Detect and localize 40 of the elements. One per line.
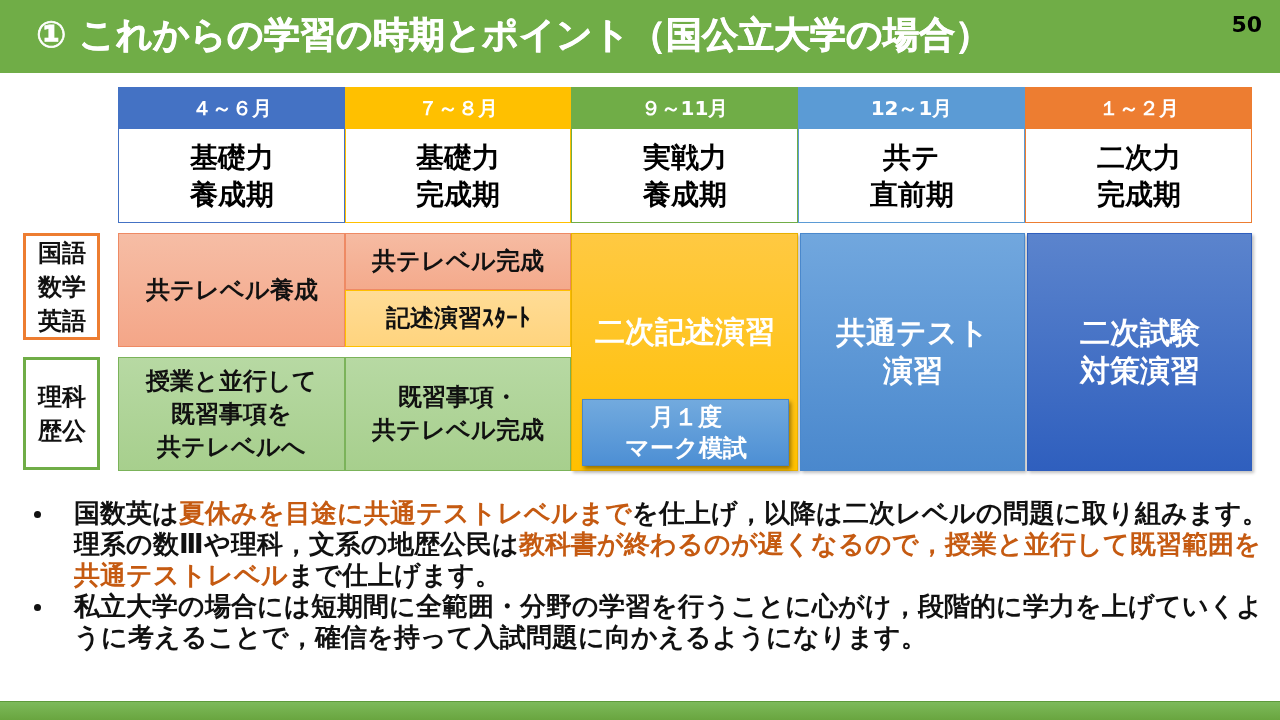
plan-label: 共テレベル養成 <box>145 274 318 306</box>
slide-title: ① これからの学習の時期とポイント（国公立大学の場合） <box>36 13 991 57</box>
plan-block <box>118 233 345 347</box>
month-band: １～２月 <box>1026 88 1251 129</box>
plan-label: 記述演習ｽﾀｰﾄ <box>386 303 530 334</box>
bullet-text: 私立大学の場合には短期間に全範囲・分野の学習を行うことに心がけ，段階的に学力を上げていくように考えることで，確信を持って入試問題に向かえるようになります。 <box>74 591 1264 653</box>
period-header <box>345 87 571 223</box>
plan-label: 既習事項・共テレベル完成 <box>372 382 544 446</box>
phase-label: 共テ直前期 <box>869 139 954 213</box>
phase-label: 基礎力養成期 <box>189 139 274 213</box>
plan-label: 授業と並行して既習事項を共テレベルへ <box>146 365 317 463</box>
plan-block <box>571 233 798 471</box>
period-header <box>571 87 798 223</box>
phase-label: 基礎力完成期 <box>416 139 500 213</box>
period-header <box>798 87 1025 223</box>
plan-block <box>345 290 571 347</box>
subject-group-box <box>23 233 100 340</box>
period-header <box>118 87 345 223</box>
plan-block <box>345 233 571 290</box>
phase-label: 実戦力養成期 <box>642 139 727 213</box>
plan-label: 二次試験対策演習 <box>1079 314 1200 390</box>
phase-label: 二次力完成期 <box>1096 139 1181 213</box>
plan-label: 共通テスト演習 <box>836 314 989 390</box>
period-header <box>1025 87 1252 223</box>
plan-block <box>800 233 1025 471</box>
month-band: ４～６月 <box>119 88 344 129</box>
plan-label: 二次記述演習 <box>594 313 775 351</box>
exam-tag: 月１度マーク模試 <box>582 399 789 466</box>
subject-label: 国語数学英語 <box>37 237 86 337</box>
plan-label: 共テレベル完成 <box>372 246 544 277</box>
subject-group-box <box>23 357 100 470</box>
month-band: ７～８月 <box>346 88 570 129</box>
plan-block <box>118 357 345 471</box>
plan-block <box>345 357 571 471</box>
month-band: 12～1月 <box>799 88 1024 129</box>
bullet-text: 国数英は夏休みを目途に共通テストレベルまでを仕上げ，以降は二次レベルの問題に取り組みます。理系の数Ⅲや理科，文系の地歴公民は教科書が終わるのが遅くなるので，授業と並行して既習範囲を共通テストレベルまで仕上げます。 <box>74 498 1268 591</box>
month-band: ９～11月 <box>572 88 797 129</box>
subject-label: 理科歴公 <box>37 381 86 447</box>
page-number: 50 <box>1231 11 1262 39</box>
plan-block <box>1027 233 1252 471</box>
